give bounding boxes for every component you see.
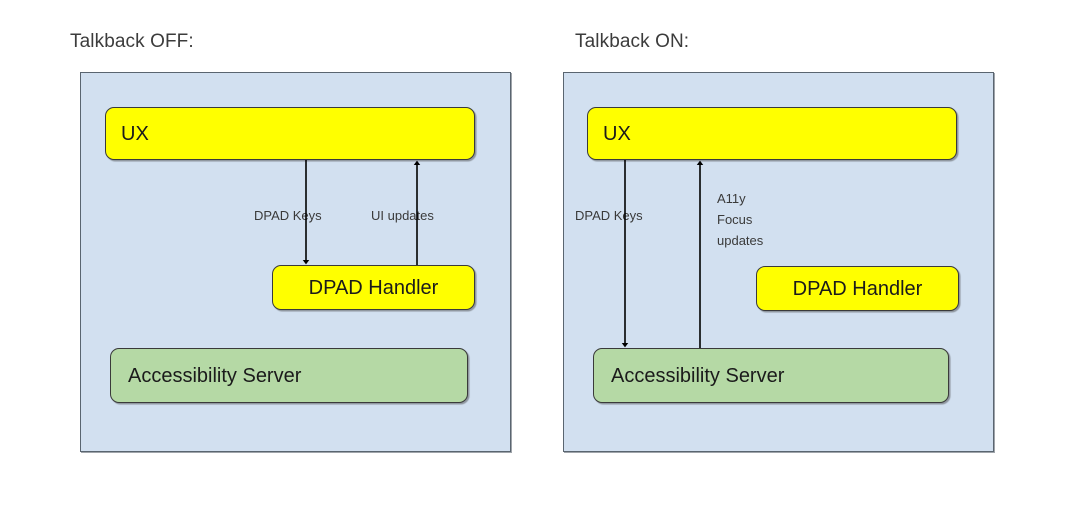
node-a11y-server-on-label: Accessibility Server: [611, 364, 785, 387]
node-dpad-handler-on[interactable]: DPAD Handler: [756, 266, 959, 311]
node-a11y-server-off-label: Accessibility Server: [128, 364, 302, 387]
node-ux-off-label: UX: [121, 122, 149, 145]
edge-label-dpad-keys-off: DPAD Keys: [254, 208, 322, 223]
panel-title-talkback-on: Talkback ON:: [575, 31, 690, 52]
panel-title-talkback-off: Talkback OFF:: [70, 31, 194, 52]
node-dpad-handler-off-label: DPAD Handler: [308, 276, 439, 299]
node-ux-off[interactable]: UX: [105, 107, 475, 160]
edge-label-a11y-line-1: A11y: [717, 191, 746, 206]
node-a11y-server-off[interactable]: Accessibility Server: [110, 348, 468, 403]
node-a11y-server-on[interactable]: Accessibility Server: [593, 348, 949, 403]
node-dpad-handler-off[interactable]: DPAD Handler: [272, 265, 475, 310]
node-ux-on[interactable]: UX: [587, 107, 957, 160]
edge-label-a11y-line-3: updates: [717, 233, 764, 248]
node-ux-on-label: UX: [603, 122, 631, 145]
edge-label-a11y-line-2: Focus: [717, 212, 753, 227]
edge-label-ui-updates-off: UI updates: [371, 208, 434, 223]
edge-label-dpad-keys-on: DPAD Keys: [575, 208, 643, 223]
edge-label-a11y-focus-updates-on: A11y Focus updates: [717, 188, 763, 251]
node-dpad-handler-on-label: DPAD Handler: [792, 277, 923, 300]
